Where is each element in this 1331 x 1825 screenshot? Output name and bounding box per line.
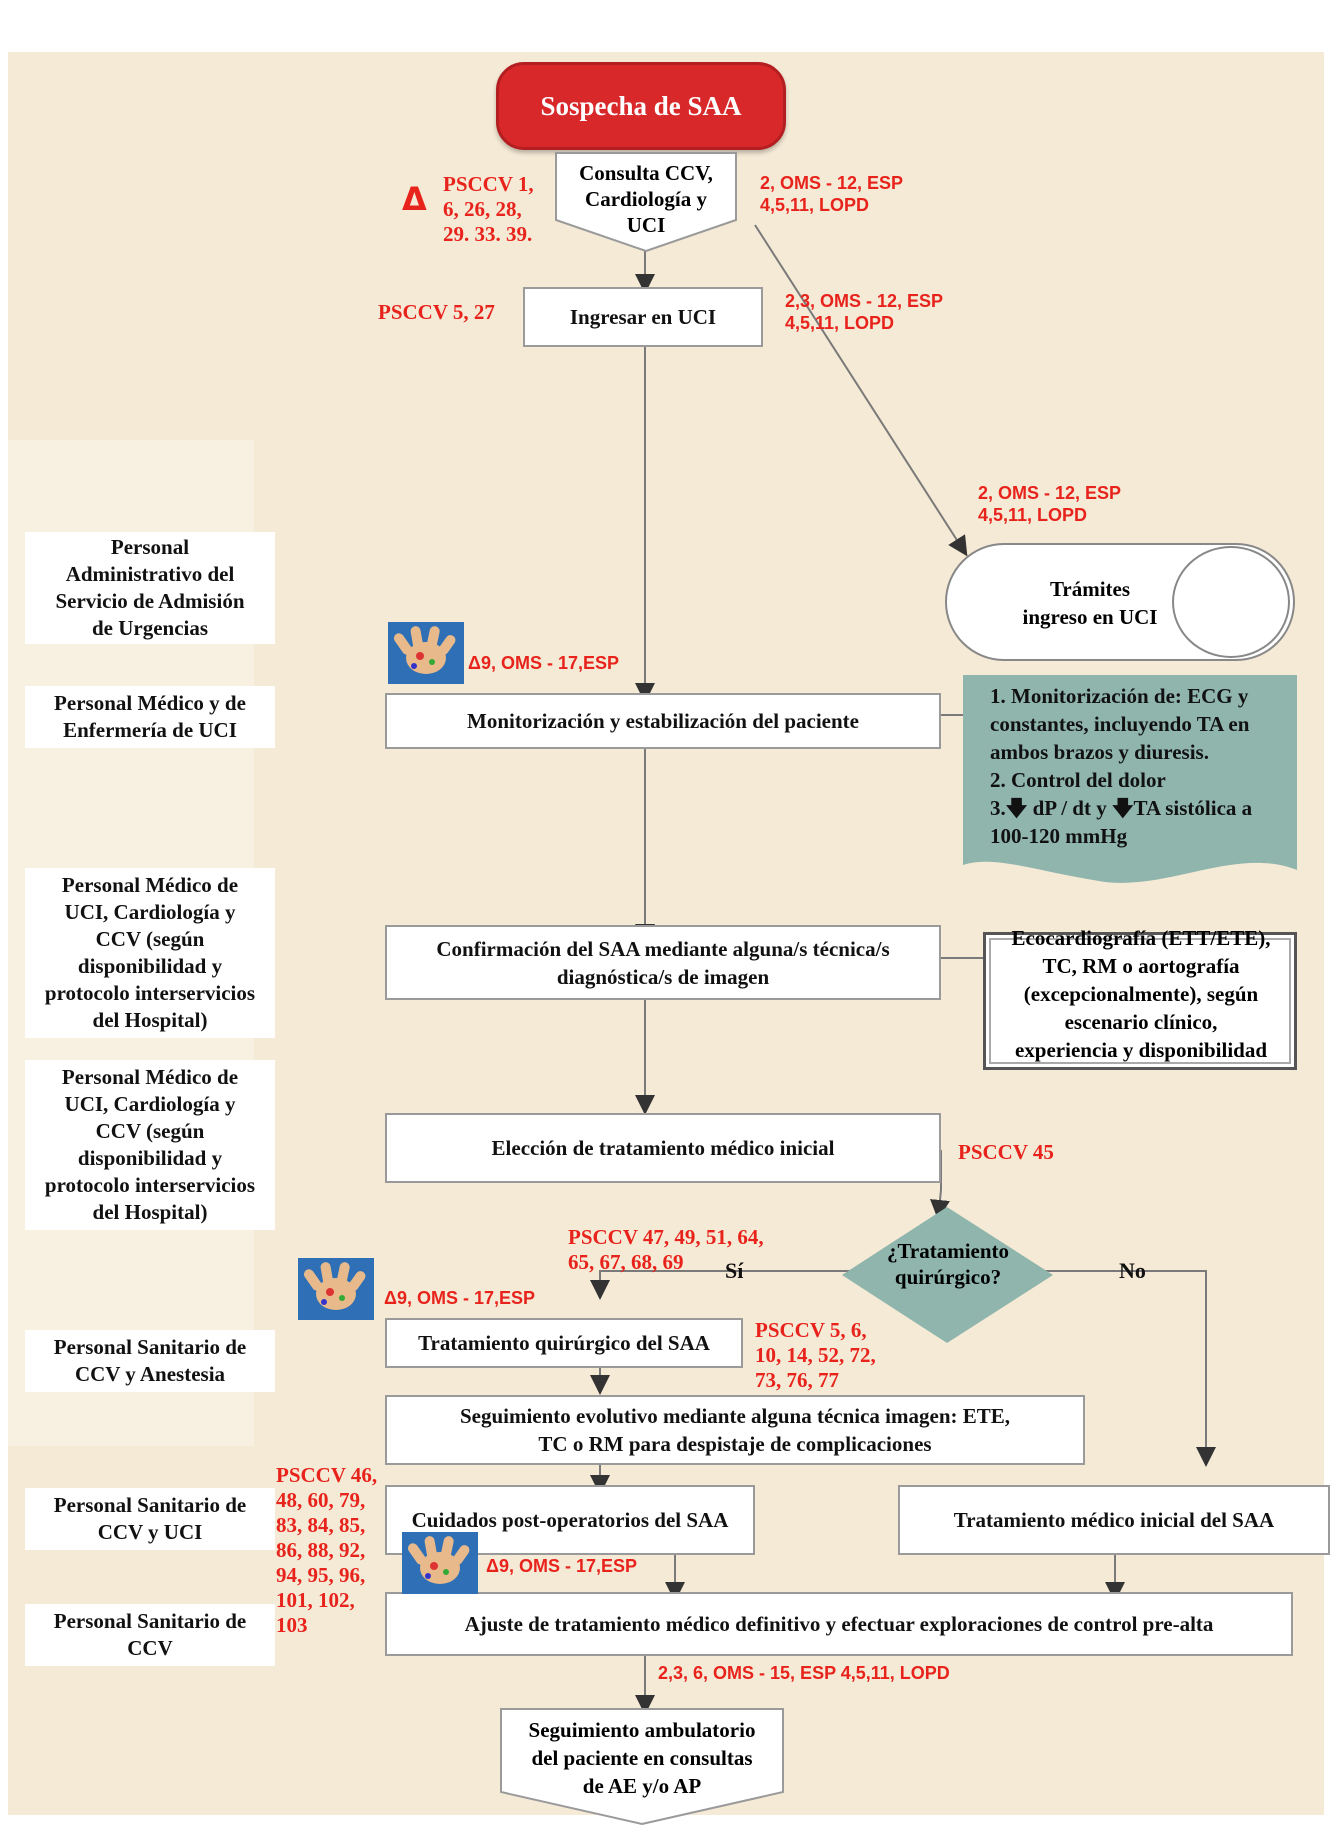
decision-diamond: [842, 1207, 1053, 1343]
down-arrow-icon: 🡇: [1111, 796, 1134, 820]
role-medico-uci-1: Personal Médico de UCI, Cardiología y CC…: [25, 868, 275, 1038]
ambulatorio-shape: [500, 1708, 784, 1825]
ecocardiografia-label: Ecocardiografía (ETT/ETE), TC, RM o aort…: [1011, 926, 1271, 1062]
ref-oms-quirurgico: Δ9, OMS - 17,ESP: [384, 1288, 535, 1308]
start-terminator: Sospecha de SAA: [496, 62, 786, 150]
branch-no-label: No: [1119, 1258, 1146, 1283]
role-sanitario-ccv-uci: Personal Sanitario de CCV y UCI: [25, 1488, 275, 1550]
ref-pscc-cuidados: PSCCV 46, 48, 60, 79, 83, 84, 85, 86, 88…: [276, 1463, 378, 1637]
monitorizacion-note-shape: [963, 675, 1297, 883]
note-line-5-prefix: 3.: [990, 796, 1006, 820]
ref-oms-cuidados: Δ9, OMS - 17,ESP: [486, 1556, 637, 1576]
patient-safety-hand-icon: [298, 1258, 374, 1320]
ajuste-box: Ajuste de tratamiento médico definitivo …: [385, 1592, 1293, 1656]
note-line-2: constantes, incluyendo TA en: [990, 712, 1250, 736]
role-administrativo: Personal Administrativo del Servicio de …: [25, 532, 275, 644]
note-line-6: 100-120 mmHg: [990, 824, 1128, 848]
note-line-4: 2. Control del dolor: [990, 768, 1166, 792]
ambulatorio-label: Seguimiento ambulatorio del paciente en …: [528, 1718, 756, 1798]
tratamiento-medico-label: Tratamiento médico inicial del SAA: [953, 1508, 1275, 1532]
note-line-3: ambos brazos y diuresis.: [990, 740, 1209, 764]
patient-safety-hand-icon: [388, 622, 464, 684]
role-medico-uci-2: Personal Médico de UCI, Cardiología y CC…: [25, 1060, 275, 1230]
ref-oms-ajuste: 2,3, 6, OMS - 15, ESP 4,5,11, LOPD: [658, 1663, 950, 1683]
quirurgico-box: Tratamiento quirúrgico del SAA: [385, 1318, 743, 1368]
role-administrativo-label: Personal Administrativo del Servicio de …: [55, 535, 245, 640]
decision-label: ¿Tratamiento quirúrgico?: [886, 1239, 1010, 1289]
ref-oms-consulta: 2, OMS - 12, ESP 4,5,11, LOPD: [760, 173, 904, 215]
ref-oms-tramites: 2, OMS - 12, ESP 4,5,11, LOPD: [978, 483, 1122, 525]
tramites-label: Trámites ingreso en UCI: [1022, 577, 1158, 629]
tramites-circle: [1172, 546, 1290, 658]
monitorizacion-note: 1. Monitorización de: ECG y constantes, …: [990, 682, 1300, 850]
confirmacion-box: Confirmación del SAA mediante alguna/s t…: [385, 925, 941, 1000]
role-sanitario-ccv-anestesia: Personal Sanitario de CCV y Anestesia: [25, 1330, 275, 1392]
confirmacion-label: Confirmación del SAA mediante alguna/s t…: [436, 936, 890, 989]
eleccion-label: Elección de tratamiento médico inicial: [491, 1136, 835, 1160]
ref-pscc-quirurgico-post: PSCCV 5, 6, 10, 14, 52, 72, 73, 76, 77: [755, 1318, 876, 1392]
role-medico-uci-1-label: Personal Médico de UCI, Cardiología y CC…: [44, 873, 256, 1032]
ref-oms-ingresar: 2,3, OMS - 12, ESP 4,5,11, LOPD: [785, 291, 944, 333]
consulta-shape: [555, 152, 737, 252]
ingresar-uci-label: Ingresar en UCI: [569, 305, 717, 329]
role-sanitario-ccv-label: Personal Sanitario de CCV: [53, 1609, 247, 1660]
branch-yes-label: Sí: [725, 1258, 744, 1283]
patient-safety-hand-icon: [402, 1532, 478, 1594]
ref-pscc-quirurgico-pre: PSCCV 47, 49, 51, 64, 65, 67, 68, 69: [568, 1225, 764, 1274]
eleccion-box: Elección de tratamiento médico inicial: [385, 1113, 941, 1183]
role-sanitario-ccv: Personal Sanitario de CCV: [25, 1604, 275, 1666]
down-arrow-icon: 🡇: [1005, 796, 1028, 820]
ref-pscc-ingresar: PSCCV 5, 27: [378, 300, 495, 324]
ref-oms-monitorizacion: Δ9, OMS - 17,ESP: [468, 653, 619, 673]
tratamiento-medico-box: Tratamiento médico inicial del SAA: [898, 1485, 1330, 1555]
ajuste-label: Ajuste de tratamiento médico definitivo …: [464, 1612, 1214, 1636]
role-medico-enfermeria-uci-label: Personal Médico y de Enfermería de UCI: [54, 691, 246, 742]
note-line-1: 1. Monitorización de: ECG y: [990, 684, 1249, 708]
ecocardiografia-box: [983, 932, 1297, 1070]
cuidados-label: Cuidados post-operatorios del SAA: [411, 1508, 729, 1532]
ref-pscc-eleccion: PSCCV 45: [958, 1140, 1054, 1164]
role-medico-enfermeria-uci: Personal Médico y de Enfermería de UCI: [25, 686, 275, 748]
ingresar-uci-box: Ingresar en UCI: [523, 287, 763, 347]
monitorizacion-label: Monitorización y estabilización del paci…: [467, 709, 859, 733]
seguimiento-evolutivo-box: Seguimiento evolutivo mediante alguna té…: [385, 1395, 1085, 1465]
quirurgico-label: Tratamiento quirúrgico del SAA: [418, 1331, 710, 1355]
role-medico-uci-2-label: Personal Médico de UCI, Cardiología y CC…: [44, 1065, 256, 1224]
role-sanitario-ccv-anestesia-label: Personal Sanitario de CCV y Anestesia: [53, 1335, 247, 1386]
seguimiento-evolutivo-label: Seguimiento evolutivo mediante alguna té…: [459, 1404, 1011, 1456]
note-line-5-b: TA sistólica a: [1133, 796, 1253, 820]
consulta-label: Consulta CCV, Cardiología y UCI: [579, 161, 713, 237]
start-label: Sospecha de SAA: [540, 90, 742, 121]
role-sanitario-ccv-uci-label: Personal Sanitario de CCV y UCI: [53, 1493, 247, 1544]
note-line-5: 3.🡇 dP / dt y 🡇TA sistólica a: [990, 794, 1300, 822]
note-line-5-a: dP / dt y: [1027, 796, 1112, 820]
ref-pscc-consulta: PSCCV 1, 6, 26, 28, 29. 33. 39.: [443, 172, 534, 246]
monitorizacion-box: Monitorización y estabilización del paci…: [385, 693, 941, 749]
delta-symbol: Δ: [402, 180, 427, 218]
